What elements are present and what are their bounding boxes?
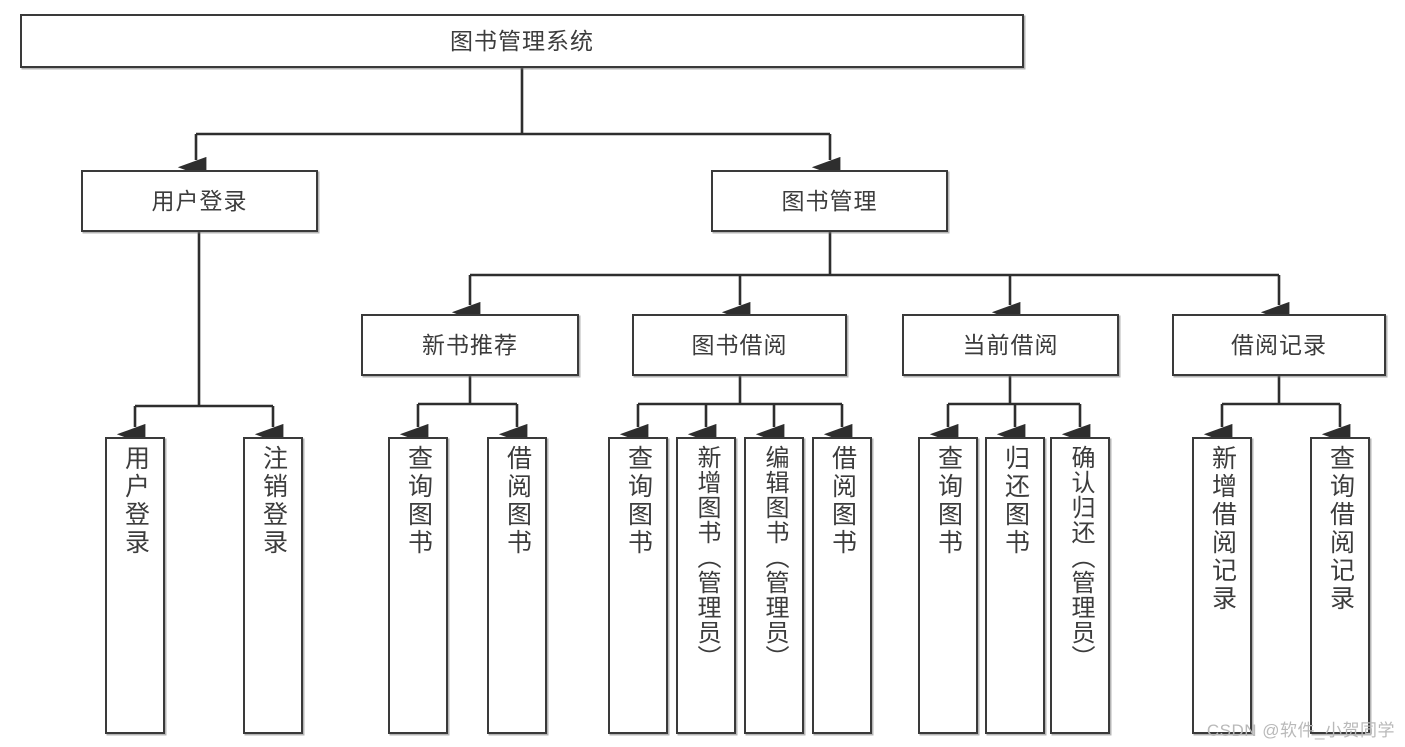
leaf-query-book-recommend-label: 查询图书 xyxy=(404,445,433,557)
leaf-add-book-label: 新增图书（管理员） xyxy=(693,445,720,670)
node-borrow-record[interactable]: 借阅记录 xyxy=(1172,314,1386,376)
leaf-confirm-return[interactable]: 确认归还（管理员） xyxy=(1050,437,1110,734)
node-book-manage[interactable]: 图书管理 xyxy=(711,170,948,232)
leaf-user-login-label: 用户登录 xyxy=(121,445,150,557)
leaf-query-book-borrow[interactable]: 查询图书 xyxy=(608,437,668,734)
leaf-logout-label: 注销登录 xyxy=(259,445,288,557)
leaf-confirm-return-label: 确认归还（管理员） xyxy=(1067,445,1094,670)
node-current-borrow-label: 当前借阅 xyxy=(962,331,1059,358)
leaf-query-borrow-record-label: 查询借阅记录 xyxy=(1326,445,1355,613)
node-root-label: 图书管理系统 xyxy=(450,27,594,54)
node-book-borrow[interactable]: 图书借阅 xyxy=(632,314,847,376)
leaf-query-book-recommend[interactable]: 查询图书 xyxy=(388,437,448,734)
node-book-manage-label: 图书管理 xyxy=(781,187,878,214)
leaf-edit-book[interactable]: 编辑图书（管理员） xyxy=(744,437,804,734)
leaf-add-book[interactable]: 新增图书（管理员） xyxy=(676,437,736,734)
node-new-book-recommend-label: 新书推荐 xyxy=(422,331,518,358)
leaf-query-book-current[interactable]: 查询图书 xyxy=(918,437,978,734)
leaf-borrow-book[interactable]: 借阅图书 xyxy=(812,437,872,734)
leaf-query-book-borrow-label: 查询图书 xyxy=(624,445,653,557)
leaf-return-book[interactable]: 归还图书 xyxy=(985,437,1045,734)
leaf-query-borrow-record[interactable]: 查询借阅记录 xyxy=(1310,437,1370,734)
node-user-login[interactable]: 用户登录 xyxy=(81,170,318,232)
leaf-borrow-book-recommend-label: 借阅图书 xyxy=(503,445,532,557)
node-current-borrow[interactable]: 当前借阅 xyxy=(902,314,1119,376)
leaf-borrow-book-recommend[interactable]: 借阅图书 xyxy=(487,437,547,734)
node-user-login-label: 用户登录 xyxy=(151,187,248,214)
node-new-book-recommend[interactable]: 新书推荐 xyxy=(361,314,579,376)
leaf-edit-book-label: 编辑图书（管理员） xyxy=(761,445,788,670)
leaf-add-borrow-record-label: 新增借阅记录 xyxy=(1208,445,1237,613)
leaf-return-book-label: 归还图书 xyxy=(1001,445,1030,557)
leaf-query-book-current-label: 查询图书 xyxy=(934,445,963,557)
leaf-borrow-book-label: 借阅图书 xyxy=(828,445,857,557)
leaf-add-borrow-record[interactable]: 新增借阅记录 xyxy=(1192,437,1252,734)
node-borrow-record-label: 借阅记录 xyxy=(1231,331,1327,358)
node-root[interactable]: 图书管理系统 xyxy=(20,14,1024,68)
leaf-logout[interactable]: 注销登录 xyxy=(243,437,303,734)
watermark: CSDN @软件_小贺同学 xyxy=(1206,721,1395,740)
node-book-borrow-label: 图书借阅 xyxy=(691,331,788,358)
leaf-user-login[interactable]: 用户登录 xyxy=(105,437,165,734)
